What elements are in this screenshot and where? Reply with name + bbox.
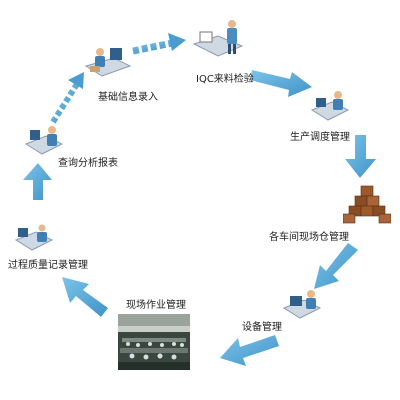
node-label: 基础信息录入 xyxy=(98,92,158,103)
arrow-report-to-basic xyxy=(50,72,84,124)
arrow-scheduling-to-warehouse xyxy=(345,135,376,178)
node-label: 查询分析报表 xyxy=(58,158,118,169)
node-label: 生产调度管理 xyxy=(290,132,350,143)
workstation-icon xyxy=(84,48,132,77)
node-label: 设备管理 xyxy=(242,322,282,333)
node-label: 过程质量记录管理 xyxy=(8,260,88,271)
factory-photo xyxy=(118,314,190,370)
node-label: 各车间现场仓管理 xyxy=(269,232,349,243)
arrow-basic-to-iqc xyxy=(132,33,186,55)
arrow-equipment-to-site-ops xyxy=(220,335,279,366)
analyst-icon xyxy=(24,126,64,155)
arrow-iqc-to-scheduling xyxy=(250,70,312,97)
node-label: 现场作业管理 xyxy=(126,300,186,311)
operator-desk-icon xyxy=(310,91,350,121)
equipment-desk-icon xyxy=(282,290,322,319)
node-label: IQC来料检验 xyxy=(196,74,254,85)
quality-desk-icon xyxy=(14,224,54,251)
arrow-warehouse-to-equipment xyxy=(314,243,358,289)
inspector-icon xyxy=(192,20,244,57)
boxes-icon xyxy=(343,185,391,224)
arrow-site-ops-to-quality xyxy=(62,277,108,317)
arrow-quality-to-report xyxy=(23,163,52,200)
